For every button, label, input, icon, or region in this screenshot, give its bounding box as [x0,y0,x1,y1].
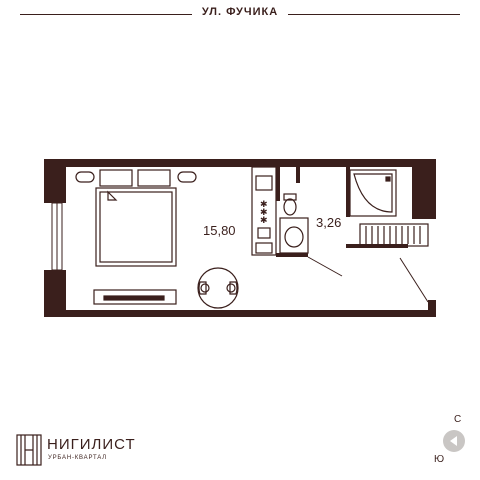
main-area-label: 15,80 [203,223,236,238]
left-wall-lower [44,270,66,316]
bed [95,187,177,267]
headboard-units [75,169,197,187]
partition-shower [346,167,350,217]
svg-text:✱: ✱ [260,207,268,217]
svg-text:✱: ✱ [260,199,268,209]
svg-text:✱: ✱ [260,215,268,225]
street-header: УЛ. ФУЧИКА [0,6,480,22]
stove: ✱ ✱ ✱ [260,199,268,225]
wardrobe [359,223,429,247]
dining-table [197,267,239,309]
bathroom [279,193,309,254]
compass-south: Ю [434,454,445,465]
tv-stand [93,289,177,305]
bath-door [307,256,343,277]
kitchen [251,166,277,256]
doors [307,256,429,303]
brand-name: НИГИЛИСТ [47,436,136,453]
brand-tagline: УРБАН-КВАРТАЛ [48,455,107,461]
compass: С Ю [432,414,472,466]
bathroom-area-label: 3,26 [316,215,342,230]
right-wall-lower [428,300,436,316]
entry-door [399,257,429,303]
partition-bath-bottom [276,253,308,257]
left-wall-upper [44,159,66,203]
left-window [51,202,63,271]
right-wall-upper [412,159,436,219]
partition-bath-top [296,167,300,183]
logo-mark-icon [16,434,42,466]
top-wall [44,159,436,167]
partition-kitchen-upper [276,167,280,201]
shower [349,169,397,217]
brand-logo: НИГИЛИСТ УРБАН-КВАРТАЛ [16,434,156,466]
compass-north: С [454,414,462,425]
street-name: УЛ. ФУЧИКА [191,6,289,18]
walls [44,159,436,317]
bottom-wall [44,310,436,317]
compass-icon [443,430,465,452]
